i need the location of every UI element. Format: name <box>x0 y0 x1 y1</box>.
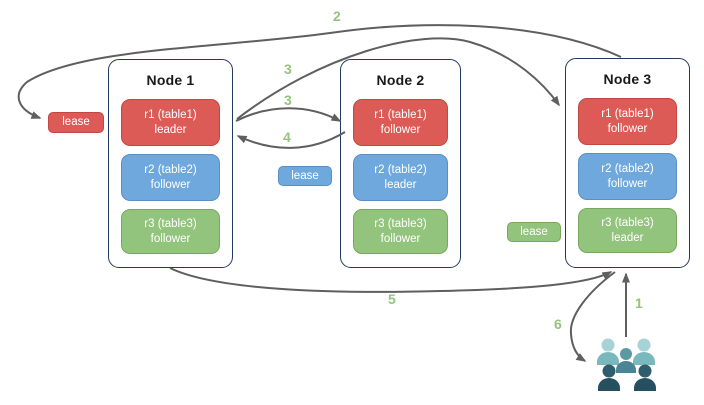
node-3-box: Node 3 r1 (table1) follower r2 (table2) … <box>565 58 690 268</box>
replica-name: r3 (table3) <box>144 217 197 230</box>
lease-badge-r1: lease <box>48 112 104 133</box>
replica-role: leader <box>611 231 644 244</box>
replica-role: follower <box>607 177 648 190</box>
node3-replica-r1-follower: r1 (table1) follower <box>578 98 677 145</box>
node1-replica-r1-leader: r1 (table1) leader <box>121 99 220 146</box>
replica-name: r3 (table3) <box>374 217 427 230</box>
replica-name: r1 (table1) <box>144 108 197 121</box>
node-1-title: Node 1 <box>146 72 195 88</box>
replica-name: r2 (table2) <box>601 162 654 175</box>
replica-role: leader <box>154 123 187 136</box>
node2-replica-r3-follower: r3 (table3) follower <box>353 209 448 254</box>
step-label-1: 1 <box>635 295 643 311</box>
replica-name: r1 (table1) <box>374 108 427 121</box>
step-label-6: 6 <box>554 316 562 332</box>
node3-replica-r2-follower: r2 (table2) follower <box>578 153 677 200</box>
replica-role: follower <box>380 123 421 136</box>
node2-replica-r1-follower: r1 (table1) follower <box>353 99 448 146</box>
node-3-title: Node 3 <box>603 71 652 87</box>
node-2-box: Node 2 r1 (table1) follower r2 (table2) … <box>340 59 461 268</box>
replica-role: follower <box>150 178 191 191</box>
step-label-2: 2 <box>333 8 341 24</box>
step-label-5: 5 <box>388 291 396 307</box>
replica-name: r2 (table2) <box>374 163 427 176</box>
arrow-step-4 <box>236 131 346 149</box>
step-label-4: 4 <box>283 129 291 145</box>
replica-role: leader <box>384 178 417 191</box>
node1-replica-r2-follower: r2 (table2) follower <box>121 154 220 201</box>
node-2-title: Node 2 <box>376 72 425 88</box>
replica-role: follower <box>150 232 191 245</box>
step-label-3a: 3 <box>284 61 292 77</box>
lease-badge-r2: lease <box>278 166 332 186</box>
arrow-step-6 <box>569 271 616 362</box>
node3-replica-r3-leader: r3 (table3) leader <box>578 208 677 253</box>
replica-role: follower <box>380 232 421 245</box>
arrow-step-5 <box>169 267 613 293</box>
node1-replica-r3-follower: r3 (table3) follower <box>121 209 220 254</box>
replica-name: r3 (table3) <box>601 216 654 229</box>
lease-badge-r3: lease <box>507 222 561 242</box>
replica-role: follower <box>607 122 648 135</box>
node-1-box: Node 1 r1 (table1) leader r2 (table2) fo… <box>108 59 233 268</box>
replica-name: r1 (table1) <box>601 107 654 120</box>
node2-replica-r2-leader: r2 (table2) leader <box>353 154 448 201</box>
arrow-step-3b <box>235 107 342 122</box>
step-label-3b: 3 <box>284 92 292 108</box>
users-icon <box>597 338 656 391</box>
replica-name: r2 (table2) <box>144 163 197 176</box>
